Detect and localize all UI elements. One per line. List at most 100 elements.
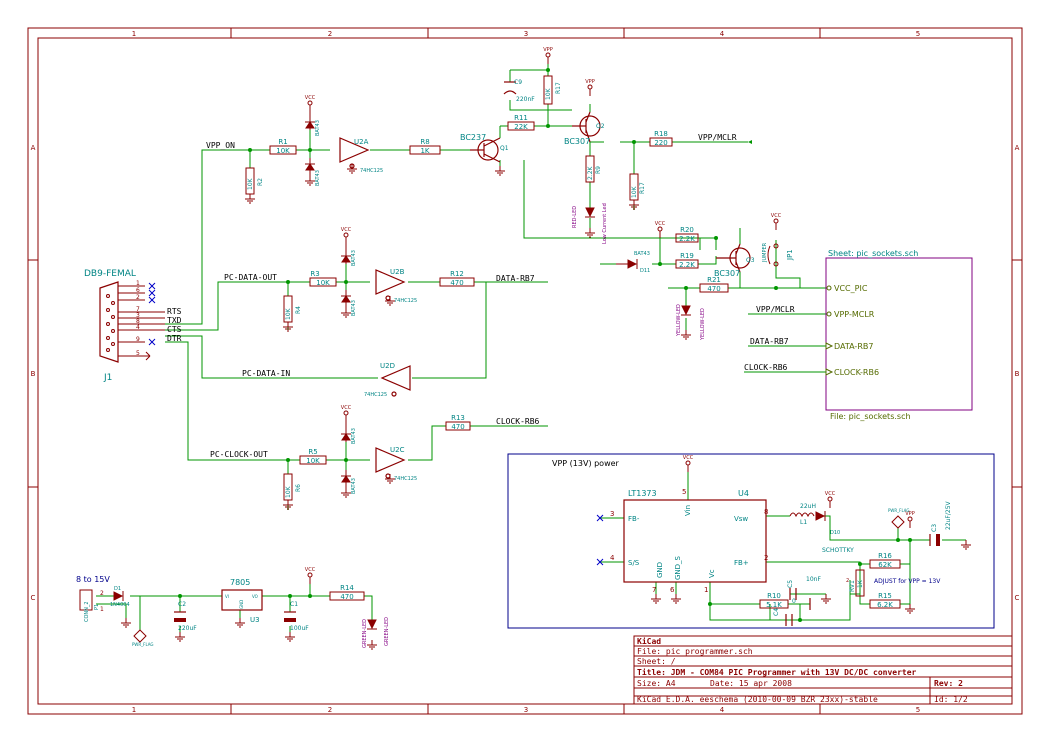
r2-value: 10K — [247, 177, 254, 190]
sheet-pin-vcc-pic: VCC_PIC — [834, 284, 868, 293]
jp1-jumper — [767, 243, 779, 267]
q2-ref: Q2 — [596, 123, 605, 130]
db9-pin-1: 1 — [136, 280, 140, 287]
u4-pin-gnd-s: GND_S — [674, 555, 682, 580]
r3-ref: R3 — [310, 270, 319, 278]
c5-value: 10nF — [806, 576, 821, 583]
r10-value: 5.1K — [766, 601, 782, 609]
title-block-date: Date: 15 apr 2008 — [710, 679, 792, 688]
db9-pin-4: 4 — [136, 324, 140, 331]
r20-ref: R20 — [680, 226, 694, 234]
sheet-file: File: pic_sockets.sch — [830, 412, 911, 421]
bat43-d5: BAT43 — [351, 300, 357, 316]
u4-pin-vc: Vc — [708, 569, 716, 578]
vcc-label-4: VCC — [305, 567, 316, 573]
r10-ref: R10 — [767, 592, 781, 600]
bat43-d3: BAT43 — [315, 170, 321, 186]
q3-ref: Q3 — [746, 257, 755, 264]
r6-ref: R6 — [295, 484, 302, 492]
buffers — [339, 137, 411, 479]
col-label-top-4: 4 — [720, 30, 725, 38]
u4-pinnum-4: 4 — [610, 554, 615, 562]
r18-value: 220 — [654, 139, 667, 147]
u4-pinnum-1: 1 — [704, 586, 708, 594]
u2a-ref: U2A — [354, 138, 369, 146]
db9-pin-8: 8 — [136, 318, 140, 325]
vpp-power-section: VPP (13V) power LT1373 U4 FB- Vsw S/S FB… — [507, 453, 995, 629]
q1-ref: Q1 — [500, 145, 509, 152]
c2-ref: C2 — [178, 601, 186, 608]
transistors — [470, 111, 751, 273]
input-power-section: 8 to 15V 2 1 CONN_2 P1 D1 1N4004 PWR_FLA… — [76, 575, 309, 647]
r1-ref: R1 — [278, 138, 287, 146]
u4-pin-ss: S/S — [628, 559, 640, 567]
c2-value: 220uF — [178, 625, 197, 632]
r16-ref: R16 — [878, 552, 892, 560]
net-vpp-mclr: VPP/MCLR — [698, 133, 737, 142]
r18-ref: R18 — [654, 130, 668, 138]
row-label-left-c: C — [31, 594, 36, 602]
u4-pinnum-7: 7 — [652, 586, 656, 594]
title-block — [633, 635, 1013, 705]
r9-value: 2.2K — [587, 165, 594, 180]
pwr-flag-vpp: PWR_FLAG — [888, 508, 910, 513]
leds — [113, 207, 826, 630]
u3-value: 7805 — [230, 578, 250, 587]
pic-sockets-sheet: Sheet: pic_sockets.sch File: pic_sockets… — [825, 249, 973, 421]
net-clock-rb6: CLOCK-RB6 — [496, 417, 540, 426]
r15-ref: R15 — [878, 592, 892, 600]
vpp-label-1: VPP — [543, 47, 552, 53]
u2b-ref: U2B — [390, 268, 405, 276]
yellow-led-label-2: YELLOW-LED — [700, 308, 706, 341]
net-data-rb7: DATA-RB7 — [496, 274, 535, 283]
sheet-pin-vpp-mclr: VPP-MCLR — [834, 310, 875, 319]
net-txd: TXD — [167, 316, 182, 325]
r14-ref: R14 — [340, 584, 354, 592]
clamp-diodes — [305, 112, 351, 488]
u3-ref: U3 — [250, 616, 260, 624]
u4-pin-vsw: Vsw — [734, 515, 748, 523]
row-label-right-b: B — [1015, 370, 1020, 378]
net-dtr: DTR — [167, 334, 182, 343]
title-block-file: File: pic_programmer.sch — [637, 647, 753, 656]
vcc-label-7: VCC — [655, 221, 666, 227]
col-label-top-3: 3 — [524, 30, 528, 38]
c3-value: 22uF/25V — [945, 500, 952, 530]
r4-value: 10K — [285, 307, 292, 320]
vcc-label-1: VCC — [305, 95, 316, 101]
rv1-ref: RV1 — [849, 580, 856, 592]
l1-value: 22uH — [800, 503, 816, 510]
r16-value: 62K — [878, 561, 892, 569]
vpp-label-2: VPP — [585, 79, 594, 85]
r14-value: 470 — [340, 593, 353, 601]
green-led-label-1: GREEN-LED — [362, 619, 368, 648]
c9-capacitor — [503, 81, 517, 95]
r2-ref: R2 — [257, 178, 264, 186]
c9-value: 220nF — [516, 96, 535, 103]
jp1-ref: JP1 — [786, 249, 794, 261]
junctions — [178, 68, 912, 622]
r17b-value: 10K — [631, 185, 638, 198]
db9-pin-9: 9 — [136, 336, 140, 343]
db9-name: DB9-FEMAL — [84, 269, 136, 279]
row-label-left-a: A — [31, 144, 36, 152]
p1-ref: P1 — [94, 604, 100, 610]
d11-ref: D11 — [640, 268, 650, 274]
low-current-led-label: Low Current Led — [602, 203, 608, 244]
sheet-frame — [27, 27, 1023, 715]
c5-ref: C5 — [787, 580, 794, 588]
r21-ref: R21 — [707, 276, 721, 284]
u2c-value: 74HC125 — [394, 476, 417, 482]
col-label-bottom-2: 2 — [328, 706, 332, 714]
title-block-rev: Rev: 2 — [934, 679, 963, 688]
r13-value: 470 — [451, 423, 464, 431]
c4-value: 0 — [792, 598, 796, 605]
r5-ref: R5 — [308, 448, 317, 456]
title-block-software: KiCad E.D.A. eeschema (2010-00-09 BZR 23… — [637, 695, 878, 704]
rv1-value: 1K — [857, 579, 864, 588]
u4-ref: U4 — [738, 489, 749, 498]
vpp-power-title: VPP (13V) power — [552, 459, 620, 468]
bat43-d7: BAT43 — [351, 478, 357, 494]
row-label-left-b: B — [31, 370, 36, 378]
c4-ref: C4 — [773, 608, 780, 616]
